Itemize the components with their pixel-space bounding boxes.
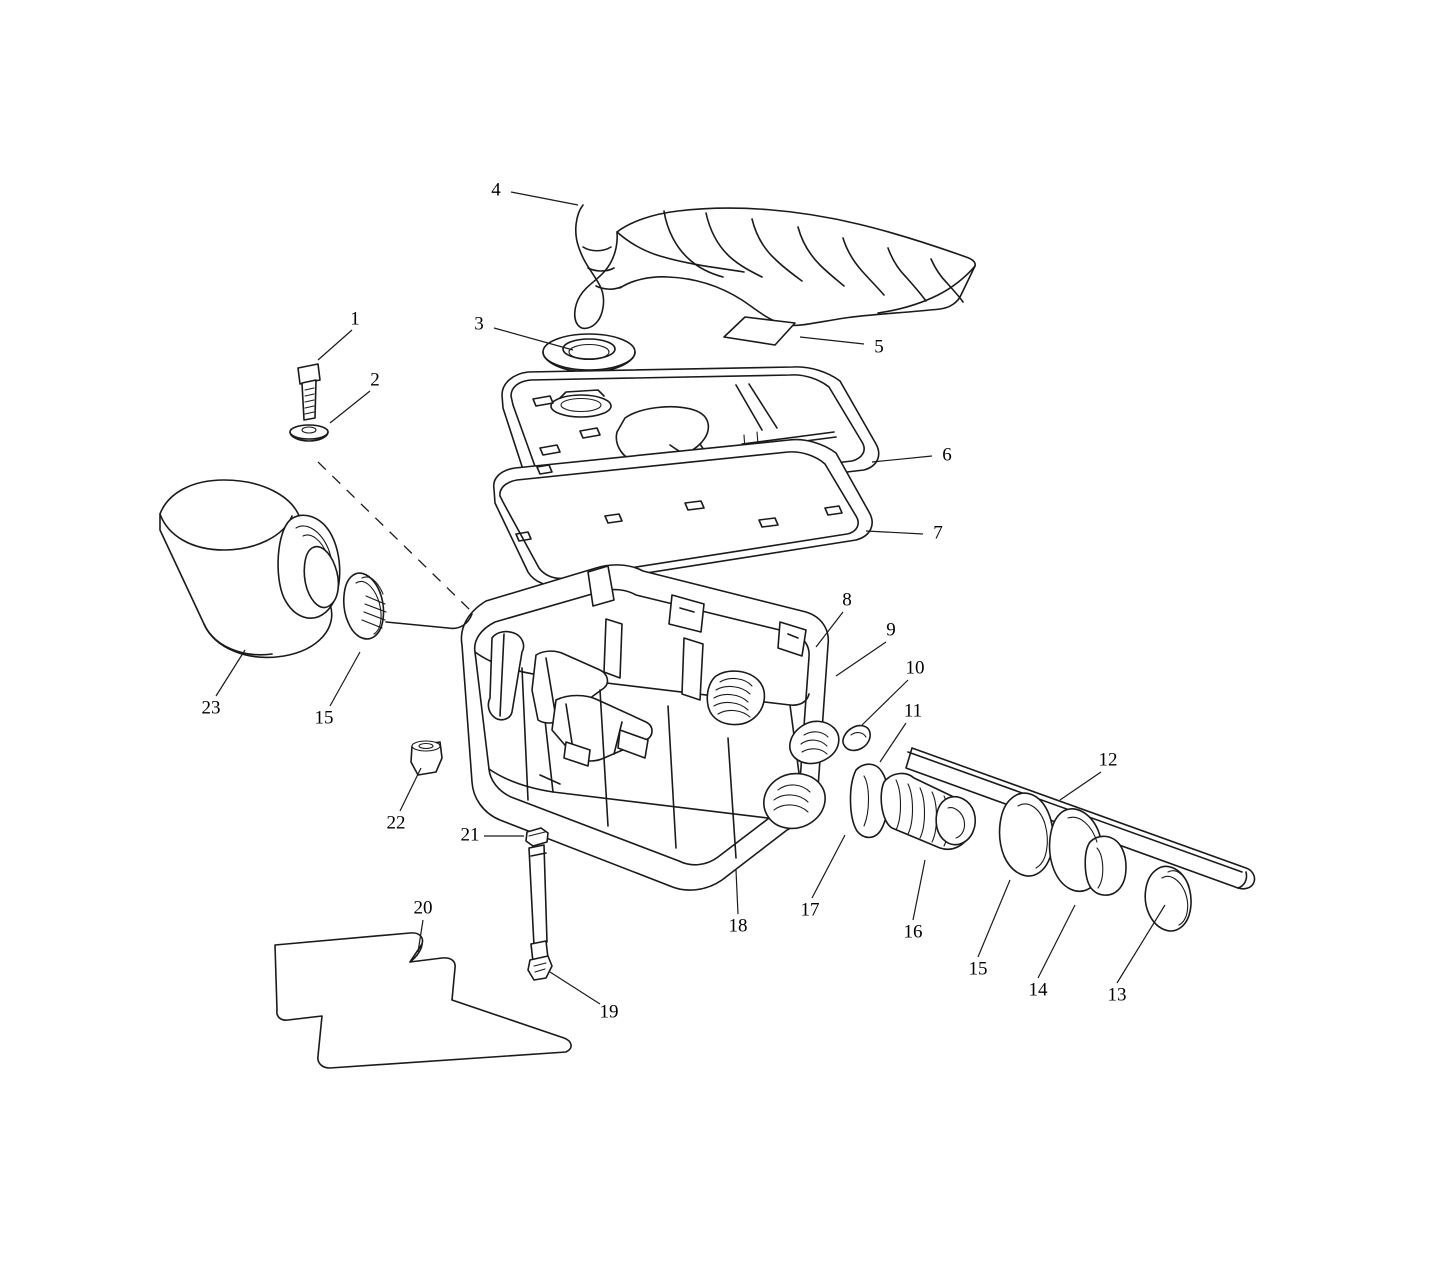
callout-17: 17 bbox=[800, 899, 820, 921]
part-15-left-clamp bbox=[343, 572, 387, 640]
callout-14: 14 bbox=[1028, 979, 1048, 1001]
callout-10: 10 bbox=[905, 657, 925, 679]
assembly-dashed-line bbox=[317, 461, 471, 611]
callout-18: 18 bbox=[728, 915, 748, 937]
callout-12: 12 bbox=[1098, 749, 1118, 771]
part-5-plate bbox=[723, 316, 796, 346]
callout-7: 7 bbox=[933, 522, 943, 544]
part-20-shield bbox=[274, 932, 572, 1069]
part-4-intake-duct bbox=[573, 204, 976, 330]
callout-15-left: 15 bbox=[314, 707, 334, 729]
callout-21: 21 bbox=[460, 824, 480, 846]
part-21-nut bbox=[525, 827, 549, 847]
callout-5: 5 bbox=[874, 336, 884, 358]
part-18-airbox-housing bbox=[460, 564, 840, 891]
callout-leaders bbox=[215, 191, 1166, 1005]
callout-6: 6 bbox=[942, 444, 952, 466]
part-3-inlet-grommet bbox=[542, 333, 636, 373]
part-2-washer bbox=[289, 424, 329, 442]
callout-19: 19 bbox=[599, 1001, 619, 1023]
callout-3: 3 bbox=[474, 313, 484, 335]
part-1-bolt bbox=[297, 363, 321, 421]
callout-9: 9 bbox=[886, 619, 896, 641]
part-8-clip bbox=[842, 724, 871, 752]
callout-4: 4 bbox=[491, 179, 501, 201]
part-23-air-filter bbox=[159, 479, 341, 659]
callout-11: 11 bbox=[903, 700, 923, 722]
callout-8: 8 bbox=[842, 589, 852, 611]
callout-20: 20 bbox=[413, 897, 433, 919]
callout-16: 16 bbox=[903, 921, 923, 943]
callout-22: 22 bbox=[386, 812, 406, 834]
part-15-right-ring bbox=[998, 792, 1054, 877]
callout-13: 13 bbox=[1107, 984, 1127, 1006]
part-19-drain-tube bbox=[527, 844, 553, 981]
part-22-grommet bbox=[410, 740, 443, 776]
part-7-lid-seal bbox=[492, 438, 873, 588]
callout-23: 23 bbox=[201, 697, 221, 719]
callout-15-right: 15 bbox=[968, 958, 988, 980]
callout-2: 2 bbox=[370, 369, 380, 391]
part-13-clamp-ring bbox=[1144, 865, 1192, 932]
callout-1: 1 bbox=[350, 308, 360, 330]
part-14-rubber-boot bbox=[1048, 808, 1127, 896]
